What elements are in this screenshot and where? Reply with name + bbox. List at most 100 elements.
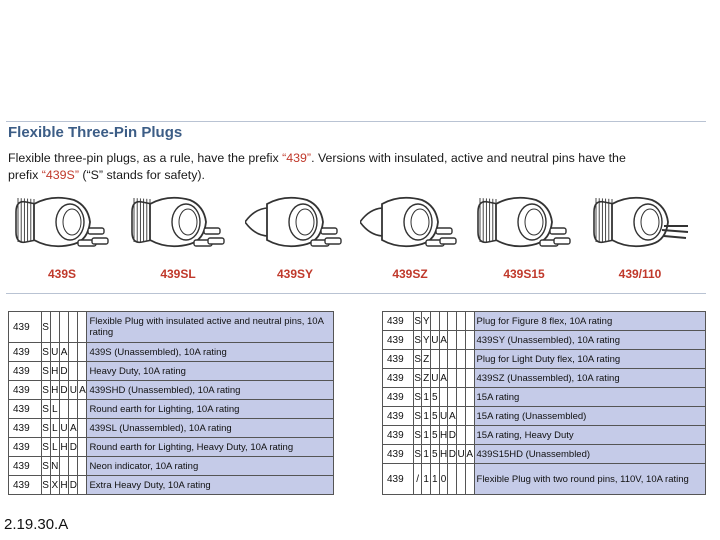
- code-char: U: [438, 406, 449, 426]
- code-char: 5: [429, 425, 440, 445]
- code-char: [438, 311, 449, 331]
- code-char: [429, 349, 440, 369]
- code-char: [77, 456, 88, 476]
- code-char: /: [412, 463, 423, 495]
- plug-label: 439/110: [618, 267, 662, 281]
- code-char: X: [49, 475, 60, 495]
- code-char: S: [412, 368, 423, 388]
- code-prefix: 439: [382, 368, 414, 388]
- code-char: D: [447, 425, 458, 445]
- code-char: D: [58, 361, 70, 381]
- code-char: 1: [421, 444, 431, 464]
- code-description: 439S (Unassembled), 10A rating: [86, 342, 334, 362]
- code-char: [58, 399, 70, 419]
- intro-paragraph: Flexible three-pin plugs, as a rule, hav…: [8, 150, 708, 184]
- code-char: U: [49, 342, 60, 362]
- code-prefix: 439: [8, 380, 42, 400]
- code-prefix: 439: [382, 463, 414, 495]
- code-char: D: [58, 380, 70, 400]
- code-char: [465, 425, 475, 445]
- code-description: 439SY (Unassembled), 10A rating: [473, 330, 707, 350]
- code-char: [77, 311, 88, 343]
- code-char: A: [438, 368, 449, 388]
- code-char: [68, 361, 79, 381]
- code-prefix: 439: [8, 437, 42, 457]
- plug-figure: 439S: [12, 192, 112, 287]
- code-description: 439S15HD (Unassembled): [473, 444, 707, 464]
- code-char: U: [68, 380, 79, 400]
- code-char: S: [40, 437, 51, 457]
- code-char: L: [49, 418, 60, 438]
- code-char: H: [58, 437, 70, 457]
- code-description: 439SL (Unassembled), 10A rating: [86, 418, 334, 438]
- code-description: Plug for Light Duty flex, 10A rating: [473, 349, 707, 369]
- code-description: Flexible Plug with two round pins, 110V,…: [473, 463, 707, 495]
- mid-divider: [6, 293, 706, 294]
- code-char: S: [40, 342, 51, 362]
- code-prefix: 439: [8, 361, 42, 381]
- intro-prefix-code: “439S”: [41, 168, 79, 182]
- code-char: [447, 349, 458, 369]
- code-char: S: [40, 380, 51, 400]
- code-char: [456, 425, 466, 445]
- code-prefix: 439: [382, 425, 414, 445]
- code-char: Y: [421, 330, 431, 350]
- code-char: [438, 387, 449, 407]
- code-char: S: [412, 425, 423, 445]
- code-char: [68, 342, 79, 362]
- code-char: [456, 387, 466, 407]
- plug-label: 439SZ: [392, 267, 428, 281]
- code-char: 5: [429, 444, 440, 464]
- code-prefix: 439: [8, 342, 42, 362]
- code-char: U: [429, 368, 440, 388]
- code-char: [68, 311, 79, 343]
- code-prefix: 439: [382, 330, 414, 350]
- code-description: Plug for Figure 8 flex, 10A rating: [473, 311, 707, 331]
- code-char: S: [40, 475, 51, 495]
- code-char: [465, 349, 475, 369]
- code-char: [456, 368, 466, 388]
- plug-figure: 439SY: [245, 192, 345, 287]
- plug-figure: 439SL: [128, 192, 228, 287]
- code-char: [77, 475, 88, 495]
- code-char: [447, 330, 458, 350]
- code-prefix: 439: [8, 311, 42, 343]
- code-description: Heavy Duty, 10A rating: [86, 361, 334, 381]
- code-char: 1: [421, 387, 431, 407]
- top-divider: [6, 121, 706, 122]
- code-char: A: [77, 380, 88, 400]
- code-char: S: [40, 311, 51, 343]
- code-char: S: [412, 406, 423, 426]
- code-char: D: [68, 475, 79, 495]
- code-char: [465, 463, 475, 495]
- intro-text: (“S” stands for safety).: [78, 168, 205, 182]
- code-prefix: 439: [8, 475, 42, 495]
- intro-text: Flexible three-pin plugs, as a rule, hav…: [8, 151, 283, 165]
- code-char: [456, 330, 466, 350]
- code-char: [77, 418, 88, 438]
- code-char: A: [465, 444, 475, 464]
- code-char: H: [58, 475, 70, 495]
- code-char: S: [40, 399, 51, 419]
- code-char: A: [438, 330, 449, 350]
- code-char: Z: [421, 349, 431, 369]
- code-description: 15A rating, Heavy Duty: [473, 425, 707, 445]
- code-char: A: [58, 342, 70, 362]
- plug-gallery: 439S 439SL 439SY 439SZ 439S15: [0, 192, 720, 287]
- code-prefix: 439: [382, 311, 414, 331]
- code-char: [456, 463, 466, 495]
- figure-reference: 2.19.30.A: [4, 516, 69, 533]
- code-char: [447, 311, 458, 331]
- code-char: S: [412, 387, 423, 407]
